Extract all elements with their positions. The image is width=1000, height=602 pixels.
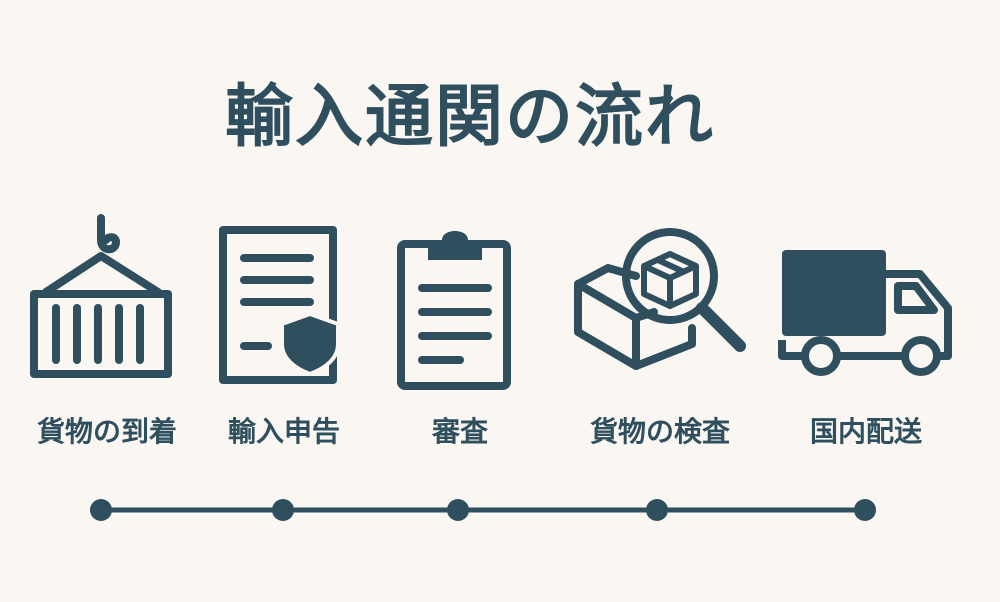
timeline-node-4 xyxy=(646,499,668,521)
clipboard-icon xyxy=(396,224,516,392)
step-label-review: 審査 xyxy=(431,415,488,448)
document-shield-icon xyxy=(218,226,343,386)
box-magnifier-icon xyxy=(574,226,754,376)
step-label-declaration: 輸入申告 xyxy=(227,415,340,448)
container-icon xyxy=(28,214,178,379)
timeline-node-1 xyxy=(90,499,112,521)
step-label-inspection: 貨物の検査 xyxy=(589,415,730,448)
timeline-node-3 xyxy=(447,499,469,521)
truck-icon xyxy=(778,248,960,378)
timeline-node-2 xyxy=(272,499,294,521)
page-title: 輸入通関の流れ xyxy=(224,78,715,157)
step-label-arrival: 貨物の到着 xyxy=(36,415,177,448)
timeline-node-5 xyxy=(854,499,876,521)
step-label-delivery: 国内配送 xyxy=(809,415,922,448)
